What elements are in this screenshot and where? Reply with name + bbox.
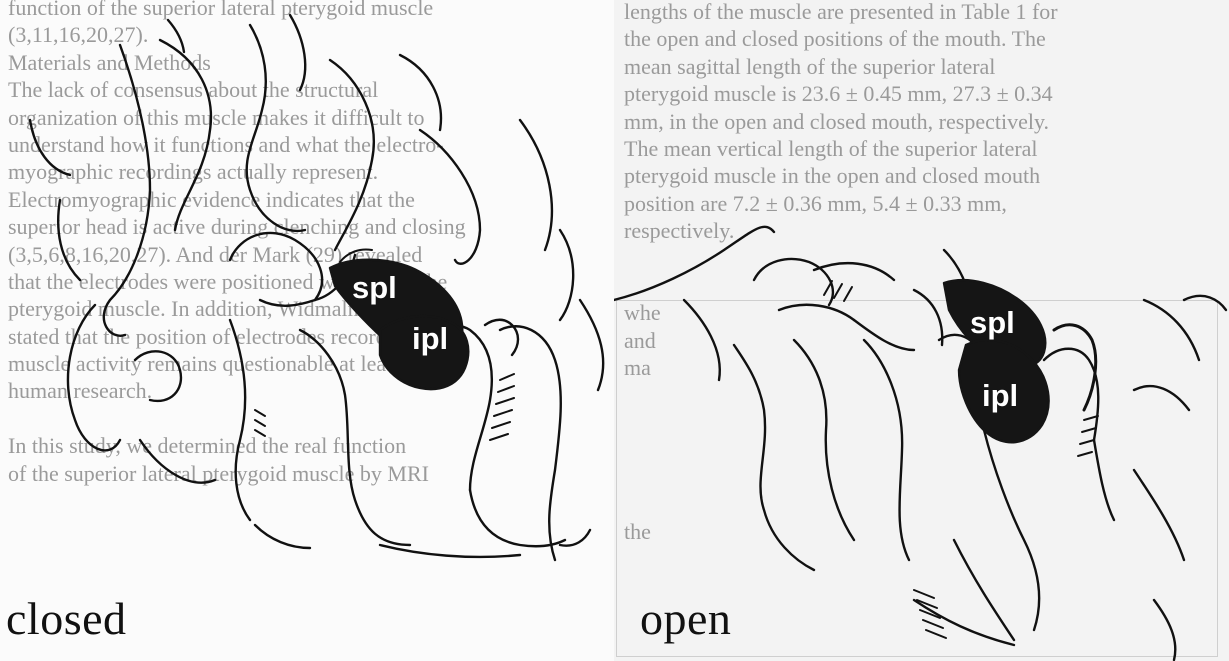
closed-jaw-sketch	[0, 0, 614, 661]
spl-label-closed: spl	[352, 270, 397, 306]
closed-caption: closed	[6, 592, 127, 645]
open-caption: open	[640, 592, 731, 645]
ipl-label-closed: ipl	[412, 321, 448, 357]
ipl-label-open: ipl	[982, 378, 1018, 414]
closed-panel: function of the superior lateral pterygo…	[0, 0, 614, 661]
open-jaw-sketch	[614, 0, 1229, 661]
open-panel: lengths of the muscle are presented in T…	[614, 0, 1229, 661]
spl-label-open: spl	[970, 305, 1015, 341]
